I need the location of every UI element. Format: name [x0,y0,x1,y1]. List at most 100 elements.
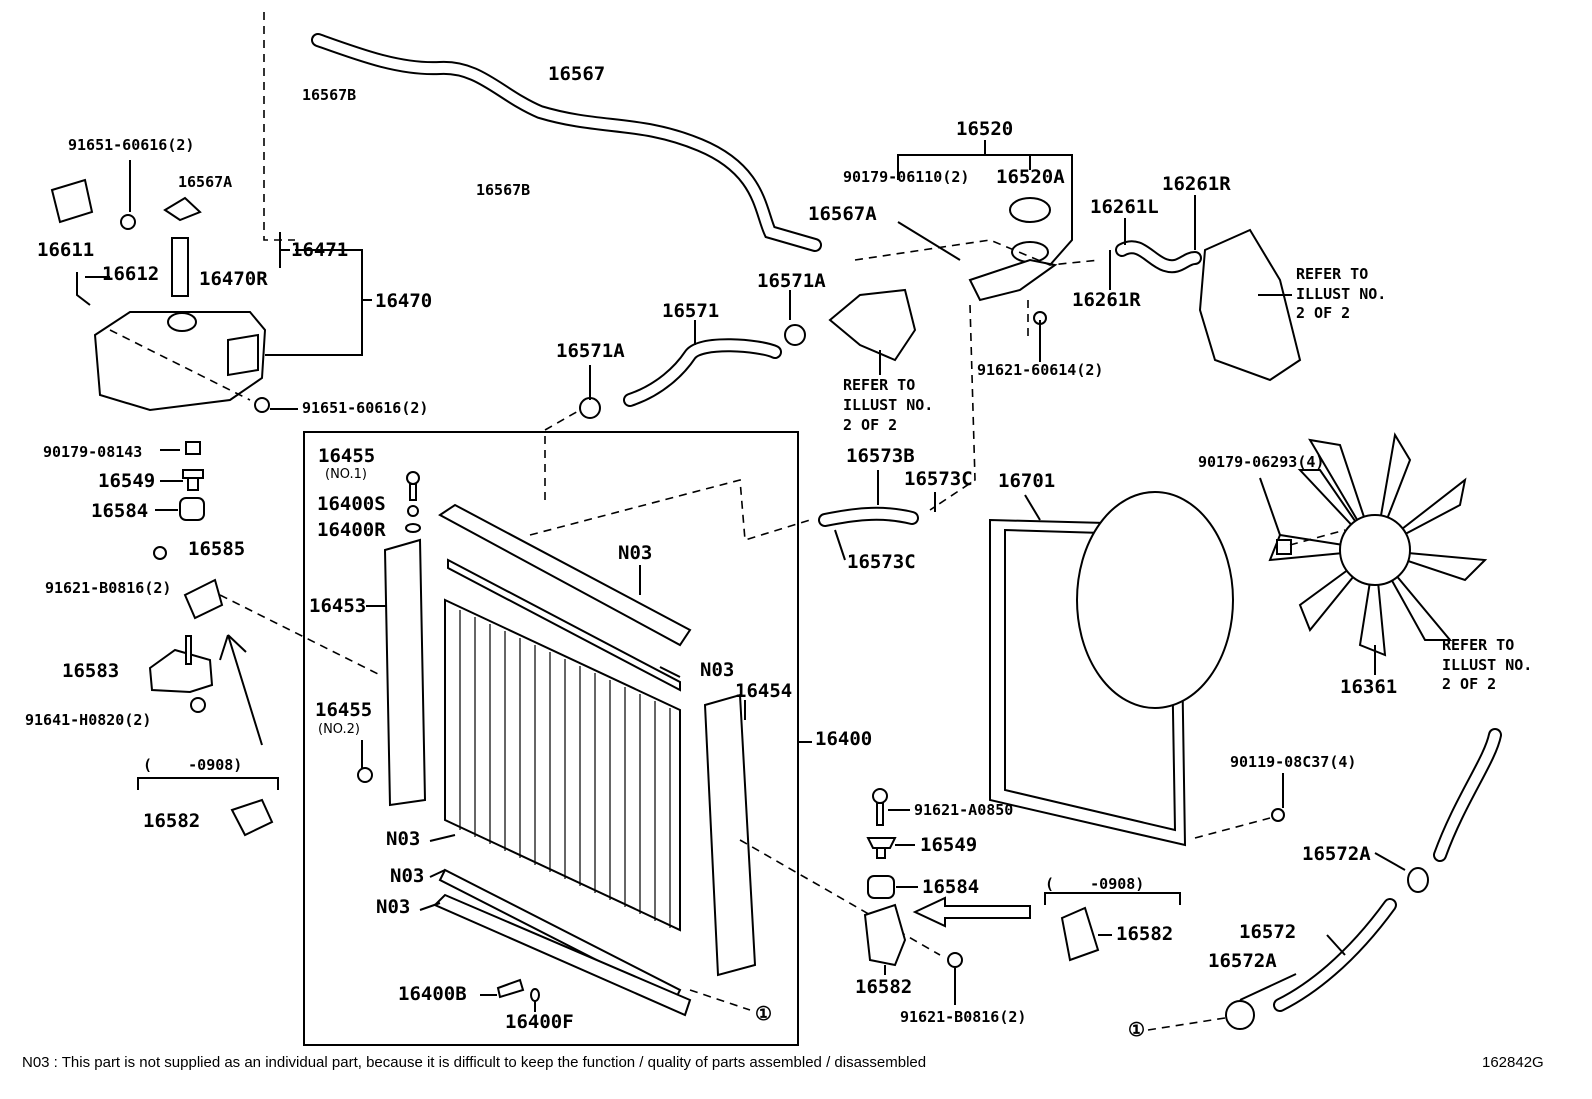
label-90179-06110: 90179-06110(2) [843,168,969,186]
label-16520: 16520 [956,118,1013,140]
label-n03: N03 [618,542,652,564]
lower-hose-16572 [1273,728,1502,1012]
label-16567b: 16567B [302,86,356,104]
overflow-hose-16567 [311,33,822,252]
label-16361: 16361 [1340,676,1397,698]
label-16611: 16611 [37,239,94,261]
side-support-16453 [383,538,427,807]
label-16573c: 16573C [847,551,916,573]
label-90179-06293: 90179-06293(4) [1198,453,1324,471]
label-16567a: 16567A [178,173,232,191]
label-16567: 16567 [548,63,605,85]
label-16261l: 16261L [1090,196,1159,218]
label-16400: 16400 [815,728,872,750]
label-16400b: 16400B [398,983,467,1005]
label-91621-b0816: 91621-B0816(2) [900,1008,1026,1026]
part-labels: 16567 16567B 16567B 91651-60616(2) 16567… [25,63,1532,1041]
footer-note: N03 : This part is not supplied as an in… [22,1054,927,1071]
label-date-range: ( -0908) [143,756,242,774]
direction-arrow [912,896,1031,928]
label-refer-to: REFER TO [843,376,915,394]
side-support-16454 [703,693,757,977]
upper-hose-16571 [623,338,782,407]
label-16471: 16471 [291,239,348,261]
radiator-core [444,598,681,932]
label-16470r: 16470R [199,268,268,290]
label-n03: N03 [700,659,734,681]
label-2-of-2: 2 OF 2 [1296,304,1350,322]
label-n03: N03 [386,828,420,850]
hose-16573b [818,506,919,527]
hose-16261l [1115,240,1202,274]
bracket-16582 [230,798,274,837]
radiator-assembly-frame [303,431,799,1046]
illustration-code: 162842G [1482,1054,1544,1071]
label-16454: 16454 [735,680,792,702]
label-16520a: 16520A [996,166,1065,188]
label-ref-1: ① [1128,1019,1145,1041]
label-no1: (NO.1) [325,467,367,482]
label-16470: 16470 [375,290,432,312]
label-16584: 16584 [922,876,979,898]
radiator-lower-tank [433,893,692,1017]
label-16549: 16549 [920,834,977,856]
label-91621-a0850: 91621-A0850 [914,801,1013,819]
label-91641-h0820: 91641-H0820(2) [25,711,151,729]
label-16400f: 16400F [505,1011,574,1033]
filler-neck-16520 [968,258,1058,302]
reservoir-tank-16470 [93,237,267,412]
label-n03: N03 [390,865,424,887]
label-16455: 16455 [315,699,372,721]
label-16582: 16582 [1116,923,1173,945]
label-16584: 16584 [91,500,148,522]
label-n03: N03 [376,896,410,918]
label-16612: 16612 [102,263,159,285]
label-16572a: 16572A [1302,843,1371,865]
label-illust-no: ILLUST NO. [1296,285,1386,303]
label-91621-b0816: 91621-B0816(2) [45,579,171,597]
label-91621-60614: 91621-60614(2) [977,361,1103,379]
label-2-of-2: 2 OF 2 [843,416,897,434]
bracket-16582-right [863,903,907,967]
water-inlet-housing [1198,228,1302,382]
fan-shroud-16701 [989,491,1234,847]
label-16585: 16585 [188,538,245,560]
label-illust-no: ILLUST NO. [843,396,933,414]
label-16261r: 16261R [1072,289,1141,311]
label-90119-08c37: 90119-08C37(4) [1230,753,1356,771]
label-16582: 16582 [143,810,200,832]
bracket-16583 [148,648,214,694]
label-16571a: 16571A [556,340,625,362]
label-16400r: 16400R [317,519,386,541]
label-16573b: 16573B [846,445,915,467]
label-90179-08143: 90179-08143 [43,443,142,461]
label-16572a: 16572A [1208,950,1277,972]
cooling-fan-16361 [1268,432,1488,657]
label-16571: 16571 [662,300,719,322]
label-91651-60616: 91651-60616(2) [302,399,428,417]
label-16455: 16455 [318,445,375,467]
label-16572: 16572 [1239,921,1296,943]
label-16701: 16701 [998,470,1055,492]
bracket-16611 [50,178,94,224]
label-16583: 16583 [62,660,119,682]
label-16567a: 16567A [808,203,877,225]
label-refer-to: REFER TO [1442,636,1514,654]
label-ref-1: ① [755,1003,772,1025]
label-date-range: ( -0908) [1045,875,1144,893]
water-outlet [828,288,917,362]
label-91651-60616: 91651-60616(2) [68,136,194,154]
label-illust-no: ILLUST NO. [1442,656,1532,674]
label-16571a: 16571A [757,270,826,292]
label-16573c: 16573C [904,468,973,490]
label-16582: 16582 [855,976,912,998]
label-16453: 16453 [309,595,366,617]
bracket-16585 [183,578,224,620]
label-2-of-2: 2 OF 2 [1442,675,1496,693]
label-16400s: 16400S [317,493,386,515]
radiator-upper-tank [438,503,692,647]
label-refer-to: REFER TO [1296,265,1368,283]
label-16549: 16549 [98,470,155,492]
label-16261r: 16261R [1162,173,1231,195]
